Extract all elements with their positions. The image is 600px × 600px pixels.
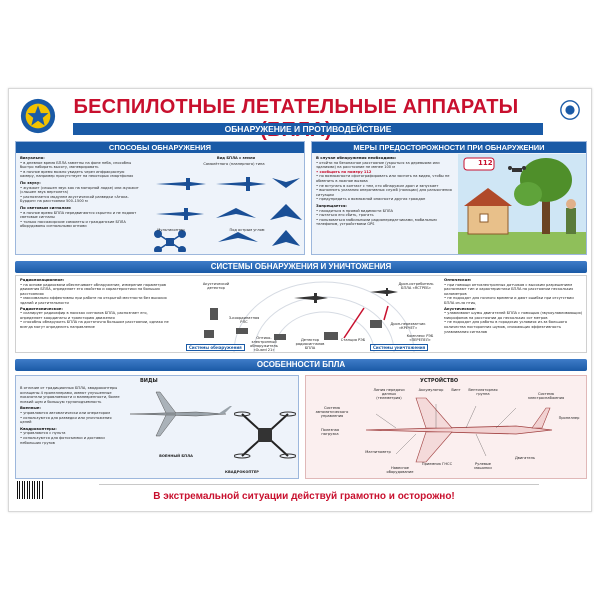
military-drone-label: ВОЕННЫЙ БПЛА bbox=[159, 454, 193, 458]
part-label-magnetometer: Магнитометр bbox=[365, 450, 391, 454]
detection-panel: СПОСОБЫ ОБНАРУЖЕНИЯ Визуально: • в дневн… bbox=[15, 141, 305, 255]
types-panel: ВИДЫ В отличие от традиционных БПЛА, ква… bbox=[15, 375, 299, 479]
detection-systems-tag: Системы обнаружения bbox=[186, 344, 245, 351]
phone-112-badge: 112 bbox=[478, 159, 493, 167]
device-heading: УСТРОЙСТВО bbox=[420, 378, 459, 384]
systems-panel: Радиолокационное: • на основе радиосвязи… bbox=[15, 275, 587, 353]
destruction-systems-tag: Системы уничтожения bbox=[370, 344, 429, 351]
system-label-optic: Оптико-электронный обнаружитель «Guard 2… bbox=[250, 336, 278, 352]
quadcopter-label: КВАДРОКОПТЕР bbox=[225, 470, 259, 474]
device-diagram bbox=[365, 397, 553, 463]
part-label-battery: Аккумулятор bbox=[418, 388, 444, 392]
detection-text: Визуально: • в дневное время БПЛА заметн… bbox=[20, 155, 139, 229]
footer-slogan: В экстремальной ситуации действуй грамот… bbox=[153, 491, 455, 502]
system-label-acoustic: Акустический детектор bbox=[202, 282, 230, 290]
system-label-hawk: Дрон-истребитель БПЛА «ЯСТРЕБ» bbox=[398, 282, 434, 290]
systems-right-text: Оптическое: • при помощи оптоэлектронных… bbox=[444, 277, 583, 334]
part-label-autopilot: Система автоматического управления bbox=[315, 406, 349, 418]
types-heading: ВИДЫ bbox=[140, 378, 158, 384]
part-label-fan: Вентиляторная группа bbox=[468, 388, 498, 396]
angle-label: Под острым углом bbox=[229, 228, 265, 232]
footer-divider bbox=[99, 484, 539, 485]
page-title: БЕСПИЛОТНЫЕ ЛЕТАТЕЛЬНЫЕ АППАРАТЫ (БПЛА) bbox=[73, 96, 519, 141]
precautions-heading: МЕРЫ ПРЕДОСТОРОЖНОСТИ ПРИ ОБНАРУЖЕНИИ bbox=[312, 142, 586, 153]
part-label-equipment: Навесное оборудование bbox=[386, 466, 414, 474]
precautions-panel: МЕРЫ ПРЕДОСТОРОЖНОСТИ ПРИ ОБНАРУЖЕНИИ В … bbox=[311, 141, 587, 255]
systems-left-text: Радиолокационное: • на основе радиосвязи… bbox=[20, 277, 169, 329]
part-label-power: Система электроснабжения bbox=[527, 392, 565, 400]
precaution-illustration bbox=[458, 154, 586, 254]
plane-type-label: Самолётного (планерного) типа bbox=[203, 162, 265, 166]
part-label-propeller: Пропеллер bbox=[558, 416, 580, 420]
system-label-radar: 3-координатная РЛС bbox=[228, 316, 260, 324]
mchs-emblem-icon bbox=[20, 98, 56, 134]
part-label-servos: Рулевые машинки bbox=[474, 462, 492, 470]
system-label-reb: Станция РЭБ bbox=[340, 338, 366, 342]
quadcopter-image bbox=[234, 411, 296, 459]
systems-diagram bbox=[204, 281, 415, 352]
precautions-text: В случае обнаружения необходимо: • отойт… bbox=[316, 155, 452, 227]
military-drone-image bbox=[129, 391, 232, 437]
detection-heading: СПОСОБЫ ОБНАРУЖЕНИЯ bbox=[16, 142, 304, 153]
features-heading: ОСОБЕННОСТИ БПЛА bbox=[15, 359, 587, 371]
system-label-krechet: Дрон-перехватчик «КРЕЧЕТ» bbox=[390, 322, 426, 330]
part-label-gnss: Приемник ГНСС bbox=[421, 462, 453, 466]
view-label: Вид БПЛА с земли bbox=[216, 156, 256, 160]
part-label-telemetry: Линия передачи данных (телеметрия) bbox=[373, 388, 405, 400]
part-label-rotor: Винт bbox=[451, 388, 461, 392]
system-label-detector: Детектор радиосигналов БПЛА bbox=[295, 338, 325, 350]
poster: БЕСПИЛОТНЫЕ ЛЕТАТЕЛЬНЫЕ АППАРАТЫ (БПЛА) … bbox=[8, 88, 592, 512]
multicopter-label: Мультикоптер bbox=[157, 228, 185, 232]
part-label-payload: Полезная нагрузка bbox=[320, 428, 340, 436]
part-label-engine: Двигатель bbox=[514, 456, 536, 460]
device-panel: УСТРОЙСТВО Линия передачи данных (телеме… bbox=[305, 375, 587, 479]
system-label-perepel: Комплекс РЭБ «ПЕРЕПЕЛ» bbox=[406, 334, 434, 342]
systems-heading: СИСТЕМЫ ОБНАРУЖЕНИЯ И УНИЧТОЖЕНИЯ bbox=[15, 261, 587, 273]
publisher-logo-icon bbox=[560, 100, 580, 120]
features-text: В отличие от традиционных БПЛА, квадроко… bbox=[20, 386, 120, 445]
barcode-icon bbox=[17, 481, 43, 499]
page-subtitle: ОБНАРУЖЕНИЕ И ПРОТИВОДЕЙСТВИЕ bbox=[73, 123, 543, 135]
drone-silhouettes bbox=[154, 177, 302, 252]
